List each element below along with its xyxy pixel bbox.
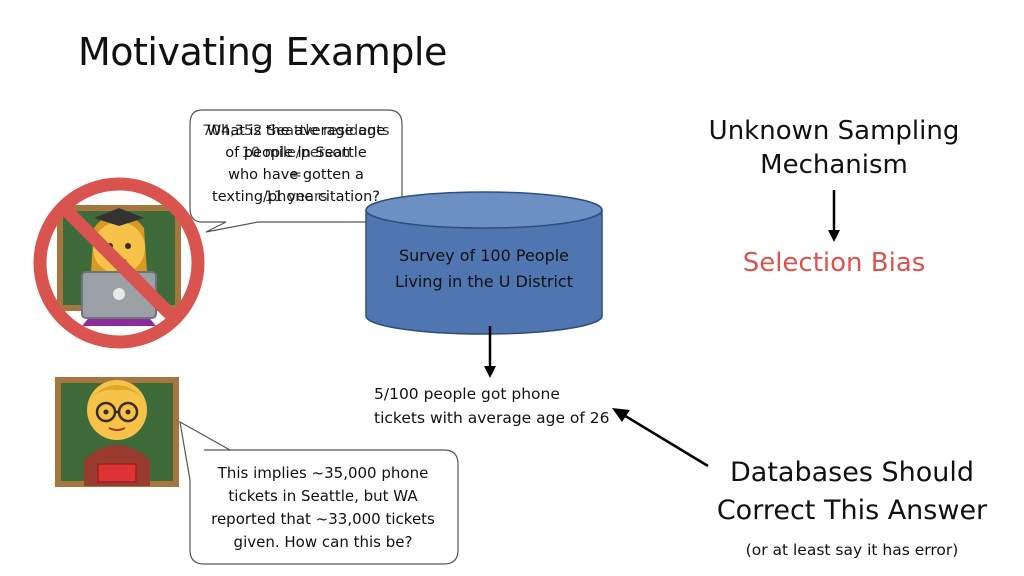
overlay-line: 10 mile/person bbox=[241, 145, 351, 161]
survey-database-cylinder bbox=[365, 191, 603, 335]
unknown-line: Unknown Sampling bbox=[708, 116, 960, 146]
arrow-down-icon bbox=[484, 326, 496, 378]
top-bubble-question: What is the average age of people in Sea… bbox=[193, 120, 399, 208]
no-entry-sign-icon bbox=[33, 177, 205, 349]
unknown-sampling-label: Unknown Sampling Mechanism bbox=[694, 114, 974, 182]
databases-label: Databases Should Correct This Answer bbox=[704, 454, 1000, 530]
top-bubble-overlay: 704,352 Seattle residents 10 mile/person… bbox=[193, 120, 399, 208]
databases-line: Databases Should bbox=[729, 457, 974, 488]
unknown-line: Mechanism bbox=[760, 150, 908, 180]
bubble-line: reported that ~33,000 tickets bbox=[211, 510, 435, 528]
arrow-down-icon bbox=[828, 190, 840, 242]
survey-result: 5/100 people got phone tickets with aver… bbox=[374, 382, 634, 430]
bubble-line: This implies ~35,000 phone bbox=[217, 464, 429, 482]
bottom-bubble-text: This implies ~35,000 phone tickets in Se… bbox=[196, 462, 450, 554]
overlay-line: = bbox=[289, 167, 303, 183]
top-speech-bubble bbox=[189, 109, 403, 233]
cylinder-label: Survey of 100 People Living in the U Dis… bbox=[366, 243, 602, 295]
error-note: (or at least say it has error) bbox=[745, 541, 959, 559]
bubble-line: of people in Seattle bbox=[225, 145, 367, 161]
bubble-line: tickets in Seattle, but WA bbox=[228, 487, 418, 505]
woman-teacher-laptop-icon bbox=[33, 177, 205, 349]
cylinder-line: Living in the U District bbox=[395, 272, 573, 291]
bubble-line: texting/phone citation? bbox=[212, 189, 380, 205]
overlay-line: 11 years bbox=[264, 189, 328, 205]
bubble-line: given. How can this be? bbox=[233, 533, 413, 551]
overlay-line: 704,352 Seattle residents bbox=[202, 123, 390, 139]
result-line: tickets with average age of 26 bbox=[374, 409, 610, 427]
bubble-line: What is the average age bbox=[206, 123, 386, 139]
bottom-speech-bubble bbox=[179, 420, 459, 565]
diagonal-arrow-icon bbox=[612, 408, 709, 468]
bubble-line: who have gotten a bbox=[228, 167, 364, 183]
selection-bias-label: Selection Bias bbox=[742, 248, 926, 278]
databases-line: Correct This Answer bbox=[716, 495, 988, 526]
cylinder-line: Survey of 100 People bbox=[398, 246, 570, 265]
man-teacher-icon bbox=[55, 377, 179, 487]
slide-title: Motivating Example bbox=[78, 30, 447, 74]
result-line: 5/100 people got phone bbox=[374, 385, 560, 403]
